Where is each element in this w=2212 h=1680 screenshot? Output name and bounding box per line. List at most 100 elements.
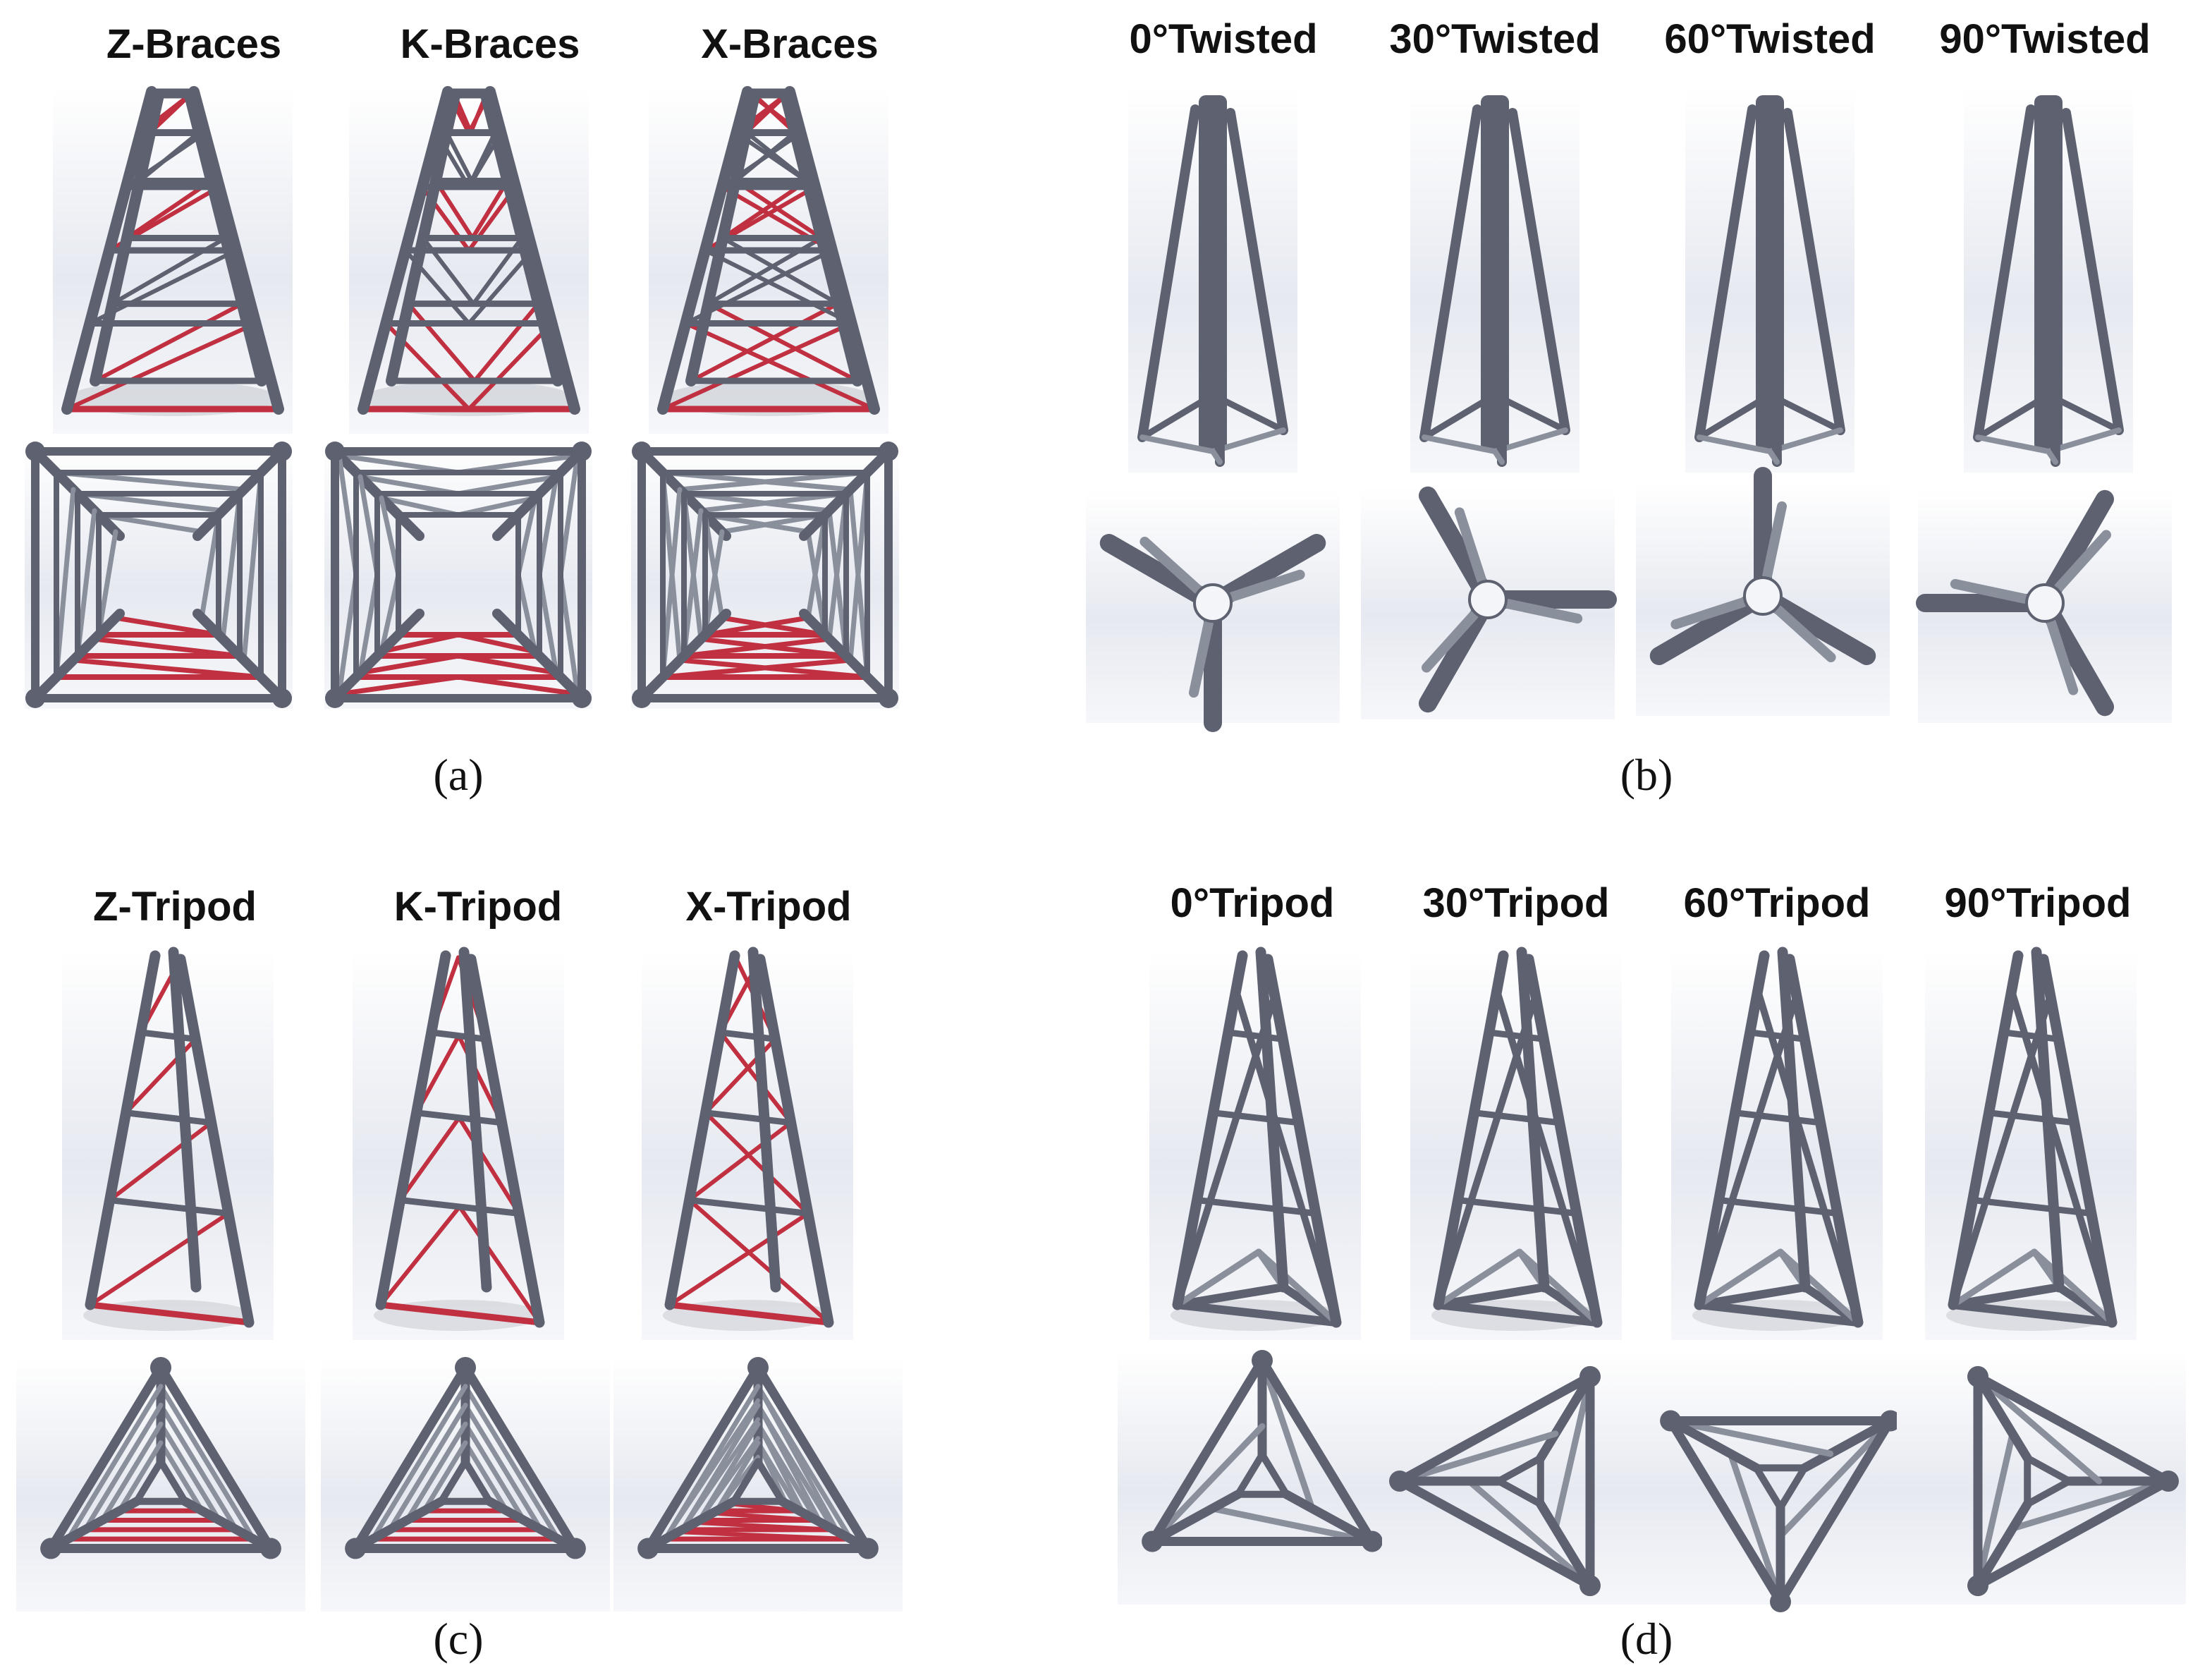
30-tripod-top-view-joint [1579, 1365, 1601, 1387]
30-tripod-side-view-leg [1433, 950, 1509, 1310]
60-tripod-top-view-twisted-member [1777, 1418, 1894, 1540]
0-tripod-top-view-edge [1257, 1356, 1377, 1546]
90-twisted-side-view-leg [2047, 101, 2060, 467]
30-tripod-top-view [1382, 1351, 1671, 1605]
30-twisted-side-view-leg [1508, 108, 1570, 435]
x-braces-side-view-leg [685, 90, 760, 386]
z-tripod-side-view-leg [85, 950, 161, 1310]
k-braces-top-view-leg [330, 609, 424, 703]
30-twisted-side-view-base-strut [1492, 449, 1505, 465]
90-twisted-side-view-base-strut [1975, 434, 2051, 454]
60-tripod-side-view-horizontal [1732, 1109, 1824, 1126]
x-braces-side-view-brace [721, 178, 809, 241]
x-tripod-top-view-brace [756, 1403, 824, 1525]
90-twisted-top-view-pile-head [2025, 583, 2065, 623]
x-tripod-top-view-joint [637, 1538, 659, 1559]
30-twisted-side-view-strut [1491, 391, 1505, 465]
k-tripod-top-view-brace-ring [463, 1421, 527, 1523]
k-braces-top-view-joint [572, 688, 592, 708]
label-k-tripod: K-Tripod [394, 884, 562, 930]
30-tripod-side-view-horizontal [1471, 1109, 1563, 1126]
30-tripod-top-view-edge [1395, 1372, 1595, 1486]
k-tripod-top-view [321, 1357, 610, 1612]
x-tripod-top-view-brace [697, 1436, 760, 1523]
label-0-tripod: 0°Tripod [1171, 880, 1335, 926]
90-tripod-top-view-twisted-member [2009, 1478, 2172, 1532]
z-tripod-top-view-edge [156, 1363, 276, 1553]
k-tripod-top-view-brace-ring [404, 1421, 468, 1523]
k-tripod-side-view-leg [458, 946, 492, 1293]
k-braces-side-view-brace [434, 178, 475, 241]
k-tripod-side-view-horizontal [428, 1029, 489, 1042]
60-tripod-top-view-joint [1879, 1410, 1901, 1432]
60-twisted-side-view-base-strut [1767, 449, 1780, 465]
x-braces-top-view-joint [879, 688, 898, 708]
k-tripod-top-view-brace-ring [463, 1384, 561, 1542]
60-twisted-side-view-strut [1766, 391, 1844, 434]
90-tripod-top-view-joint [1967, 1575, 1988, 1597]
x-tripod-side-view-horizontal [666, 1301, 832, 1326]
30-tripod-top-view-twisted-member [1465, 1478, 1594, 1589]
k-braces-top-view-leg [492, 446, 587, 541]
60-twisted-top-view-arm-strut [1773, 605, 1836, 662]
90-tripod-side-view-horizontal [1986, 1109, 2078, 1126]
90-tripod-side-view-leg [2038, 954, 2118, 1328]
z-braces-side-view-brace [93, 301, 245, 383]
0-tripod-side-view-horizontal [1194, 1197, 1319, 1217]
0-tripod-top-view [1118, 1350, 1407, 1605]
90-tripod-side-view-leg [1948, 950, 2024, 1310]
90-twisted-side-view-base-strut [2046, 449, 2058, 465]
x-braces-top-view-leg [637, 609, 731, 703]
60-twisted-side-view-base-strut [1697, 434, 1773, 454]
90-tripod-top-view-inner-ring [2024, 1478, 2073, 1508]
60-twisted-side-view [1685, 88, 1854, 473]
k-tripod-top-view-brace-ring [463, 1440, 510, 1514]
30-tripod-top-view-twisted-member [1396, 1430, 1559, 1485]
30-twisted-top-view-arm-strut [1422, 610, 1479, 673]
60-tripod-side-view-twisted-member [1754, 987, 1862, 1326]
30-tripod-side-view-mudbrace [1516, 1248, 1601, 1326]
x-tripod-top-view-brace [676, 1530, 853, 1542]
0-tripod-side-view-horizontal [1225, 1029, 1286, 1042]
x-tripod-top-view-inner-ring [754, 1458, 786, 1505]
30-tripod-side-view-twisted-member [1493, 987, 1601, 1326]
z-braces-top-view-joint [272, 688, 292, 708]
x-tripod-top-view-edge [643, 1363, 763, 1553]
label-90-tripod: 90°Tripod [1945, 880, 2132, 926]
caption-c: (c) [433, 1614, 483, 1664]
0-tripod-side-view-mudbrace [1255, 1248, 1340, 1326]
z-tripod-side-view-brace [107, 1120, 214, 1203]
60-tripod-top-view-inner-ring [1752, 1464, 1784, 1511]
z-tripod-side-view [62, 946, 274, 1340]
30-twisted-side-view-strut [1491, 391, 1569, 434]
z-braces-side-view [53, 86, 293, 434]
x-braces-top-view-leg [799, 609, 893, 703]
z-tripod-top-view-joint [40, 1538, 62, 1559]
x-tripod-side-view-brace [687, 1120, 793, 1203]
0-tripod-top-view-twisted-member [1149, 1423, 1266, 1545]
60-twisted-side-view-strut [1766, 391, 1780, 465]
0-tripod-side-view-leg [1262, 954, 1342, 1328]
60-tripod-side-view-horizontal [1747, 1029, 1808, 1042]
90-tripod-side-view-twisted-member [1950, 992, 2054, 1308]
60-twisted-side-view-strut [1696, 391, 1773, 441]
k-braces-side-view-brace [406, 301, 477, 383]
0-tripod-top-view-twisted-member [1209, 1505, 1376, 1545]
90-tripod-side-view-horizontal [2000, 1029, 2062, 1042]
z-tripod-top-view-brace-ring [65, 1384, 164, 1542]
label-30-twisted: 30°Twisted [1389, 16, 1600, 62]
0-tripod-top-view-joint [1361, 1530, 1383, 1552]
x-tripod-top-view-leg [643, 1497, 739, 1553]
k-braces-side-view-leg [484, 86, 580, 415]
label-0-twisted: 0°Twisted [1129, 16, 1317, 62]
label-30-tripod: 30°Tripod [1423, 880, 1610, 926]
z-tripod-side-view-horizontal [123, 1109, 215, 1126]
k-braces-side-view-leg [358, 86, 453, 415]
x-tripod-top-view-brace [710, 1511, 819, 1523]
z-braces-top-view-leg [193, 609, 287, 703]
30-tripod-side-view-leg [1523, 954, 1603, 1328]
30-twisted-side-view [1410, 88, 1579, 473]
60-twisted-side-view-leg [1783, 108, 1845, 435]
x-tripod-side-view-leg [754, 954, 834, 1328]
z-tripod-side-view-horizontal [138, 1029, 199, 1042]
